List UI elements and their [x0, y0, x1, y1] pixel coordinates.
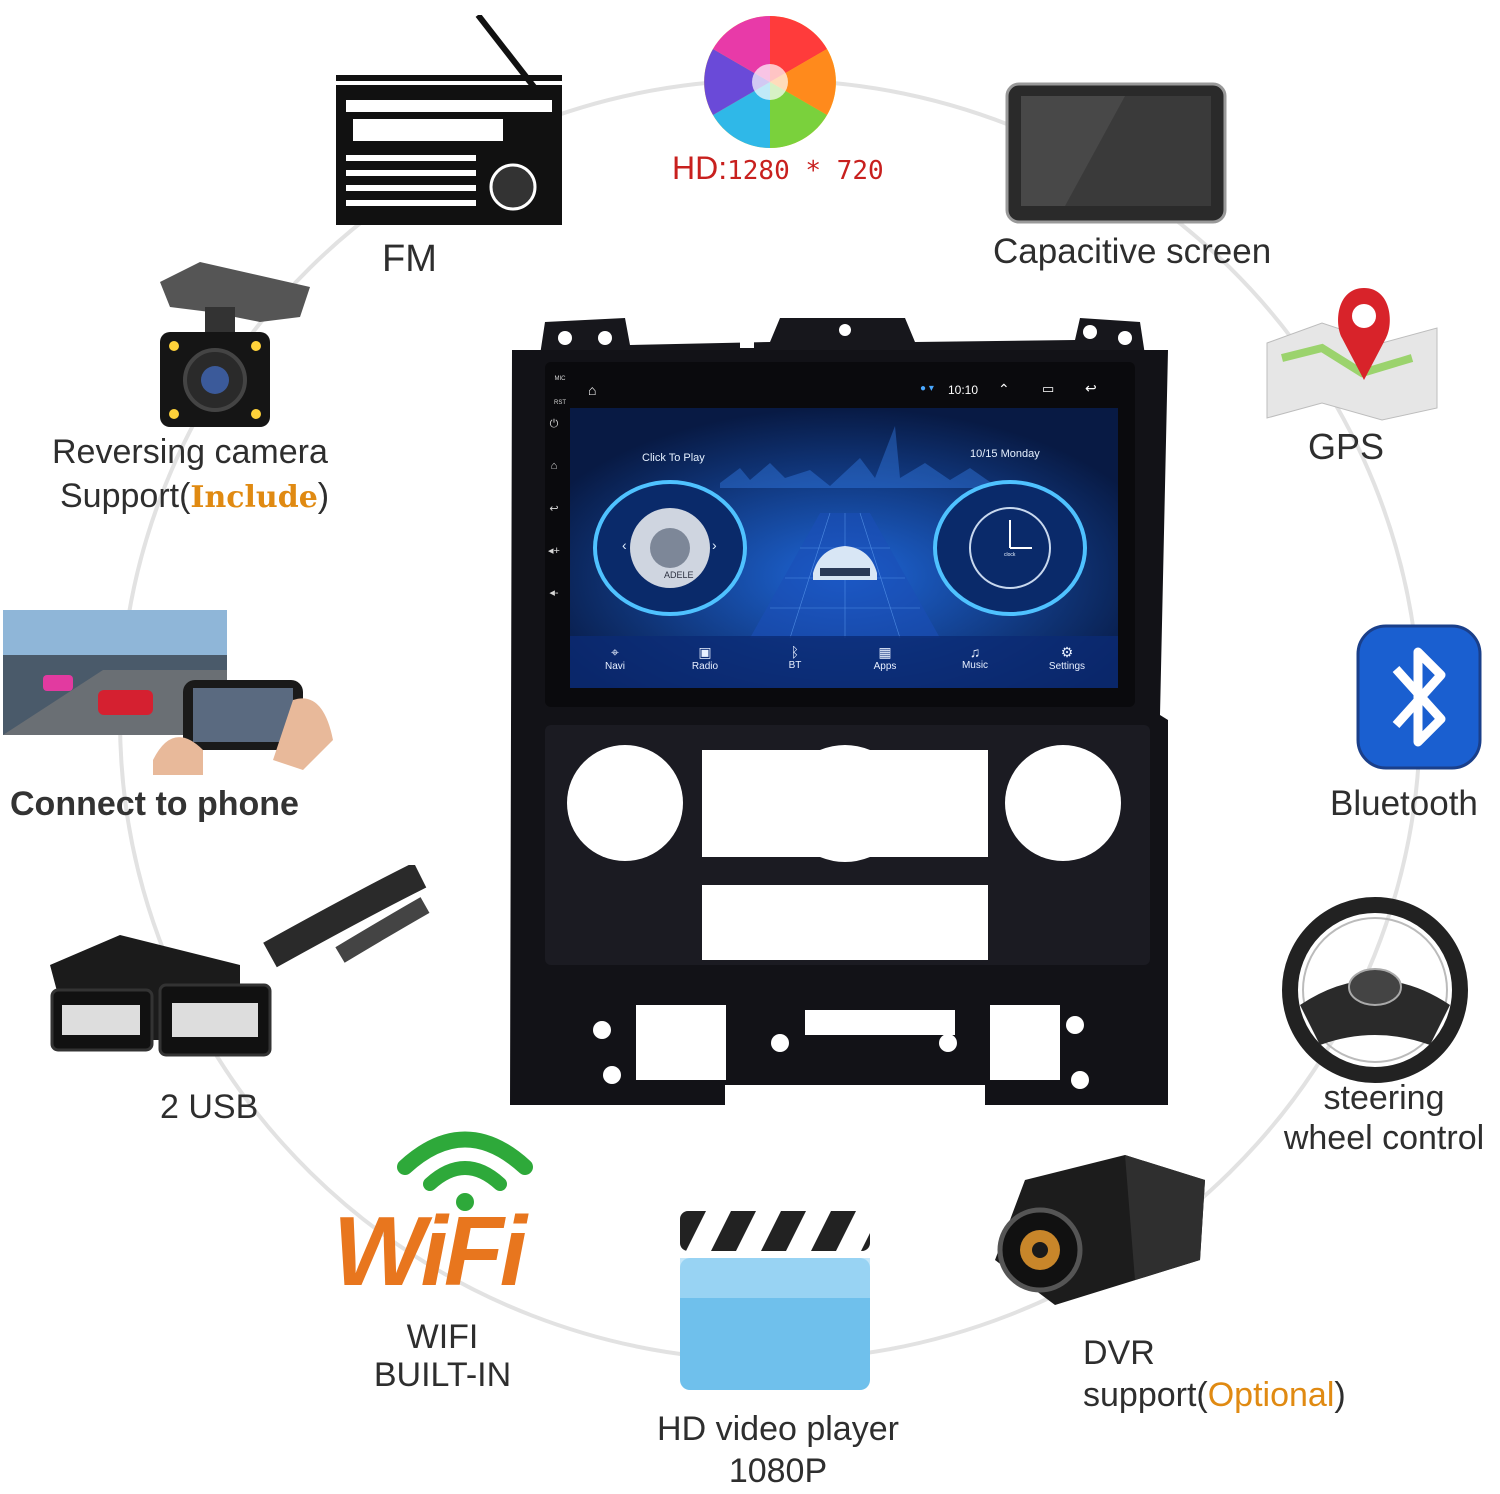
- status-time: 10:10: [948, 383, 979, 397]
- video-player-label: HD video player 1080P: [638, 1408, 918, 1492]
- wifi-status-icon: ● ▾: [920, 383, 934, 394]
- dvr-label: DVR support(Optional): [1083, 1332, 1346, 1416]
- steering-label: steering wheel control: [1268, 1078, 1500, 1158]
- bluetooth-label: Bluetooth: [1330, 784, 1478, 823]
- reversing-prefix: Support(: [60, 477, 191, 515]
- gps-map-pin-icon: [1266, 288, 1438, 421]
- back-button-icon[interactable]: ↩: [549, 503, 559, 515]
- volume-up-icon[interactable]: ◂+: [548, 545, 560, 557]
- usb-cable-icon: [50, 865, 430, 1057]
- music-note-icon: ♫: [969, 644, 981, 660]
- hd-prefix: HD:: [672, 150, 728, 186]
- reversing-suffix: ): [317, 477, 330, 515]
- power-button-icon[interactable]: ⏻: [549, 418, 559, 430]
- steering-line1: steering: [1323, 1079, 1445, 1117]
- dock-label: Settings: [1048, 661, 1086, 672]
- wifi-line2: BUILT-IN: [373, 1356, 512, 1394]
- recents-icon[interactable]: ▭: [1042, 381, 1055, 396]
- album-label: ADELE: [664, 570, 694, 580]
- clock-label: clock: [1004, 552, 1016, 558]
- dvr-suffix: ): [1334, 1376, 1346, 1414]
- reversing-camera-label: Reversing camera Support(Include): [52, 430, 329, 520]
- dock-apps[interactable]: ▦Apps: [860, 644, 910, 672]
- wifi-signal-icon: [397, 1131, 533, 1211]
- date-label: 10/15 Monday: [970, 448, 1040, 460]
- apps-grid-icon: ▦: [878, 644, 892, 660]
- back-nav-icon[interactable]: ↩: [1085, 380, 1097, 396]
- wifi-line1: WIFI: [406, 1318, 479, 1356]
- color-wheel-icon: [704, 16, 836, 148]
- dock-music[interactable]: ♫Music: [950, 644, 1000, 671]
- fm-label: FM: [382, 238, 437, 280]
- main-screen: ‹ › Click To Play 10/15 Monday ADELE clo…: [570, 408, 1118, 688]
- screen-graphics: ‹ ›: [570, 408, 1118, 688]
- optional-highlight: Optional: [1207, 1376, 1335, 1414]
- dock-navi[interactable]: ⌖Navi: [590, 644, 640, 672]
- wifi-logo: WiFi: [333, 1196, 527, 1306]
- hd-resolution-label: HD:1280 * 720: [672, 150, 884, 187]
- location-pin-icon: ⌖: [611, 644, 619, 660]
- reversing-line1: Reversing camera: [52, 433, 328, 471]
- radio-icon: ▣: [698, 644, 712, 660]
- bluetooth-icon: [1356, 624, 1482, 770]
- volume-down-icon[interactable]: ◂-: [549, 587, 559, 599]
- steering-wheel-icon: [1282, 897, 1468, 1083]
- dock-settings[interactable]: ⚙Settings: [1042, 644, 1092, 672]
- status-bar: ⌂ ● ▾ 10:10 ⌃ ▭ ↩: [570, 378, 1118, 406]
- chevron-up-icon[interactable]: ⌃: [998, 381, 1010, 397]
- capacitive-screen-label: Capacitive screen: [993, 232, 1272, 271]
- tablet-screen-icon: [1005, 82, 1227, 224]
- click-to-play-label[interactable]: Click To Play: [642, 452, 705, 464]
- dvr-prefix: support(: [1083, 1376, 1208, 1414]
- reversing-line2: Support(Include): [52, 474, 329, 520]
- dock-label: Music: [961, 660, 989, 671]
- dock-radio[interactable]: ▣Radio: [680, 644, 730, 672]
- phone-mirroring-icon: [3, 610, 333, 775]
- dock-label: Apps: [873, 661, 897, 672]
- clapperboard-icon: [680, 1211, 870, 1390]
- dash-cam-icon: [995, 1155, 1205, 1305]
- dvr-line2: support(Optional): [1083, 1374, 1346, 1416]
- radio-icon: [336, 15, 562, 225]
- home-nav-icon[interactable]: ⌂: [588, 382, 597, 398]
- dock-label: Navi: [604, 661, 625, 672]
- dock-label: BT: [788, 660, 802, 671]
- connect-phone-label: Connect to phone: [10, 785, 299, 823]
- side-label-mic: MIC: [554, 376, 566, 382]
- video-line1: HD video player: [657, 1410, 899, 1448]
- gear-icon: ⚙: [1060, 644, 1074, 660]
- steering-line2: wheel control: [1283, 1119, 1485, 1157]
- reversing-camera-icon: [160, 262, 310, 427]
- video-line2: 1080P: [728, 1452, 828, 1490]
- wifi-label: WIFI BUILT-IN: [360, 1318, 525, 1394]
- gps-label: GPS: [1308, 426, 1385, 467]
- include-highlight: Include: [190, 480, 318, 515]
- side-label-rst: RST: [554, 400, 566, 406]
- home-button-icon[interactable]: ⌂: [550, 460, 558, 472]
- bluetooth-icon: ᛒ: [790, 644, 800, 660]
- svg-text:›: ›: [712, 537, 717, 553]
- usb-label: 2 USB: [160, 1088, 259, 1126]
- hd-value: 1280 * 720: [727, 156, 884, 186]
- dock-label: Radio: [691, 661, 719, 672]
- svg-text:‹: ‹: [622, 537, 627, 553]
- dvr-line1: DVR: [1083, 1334, 1155, 1372]
